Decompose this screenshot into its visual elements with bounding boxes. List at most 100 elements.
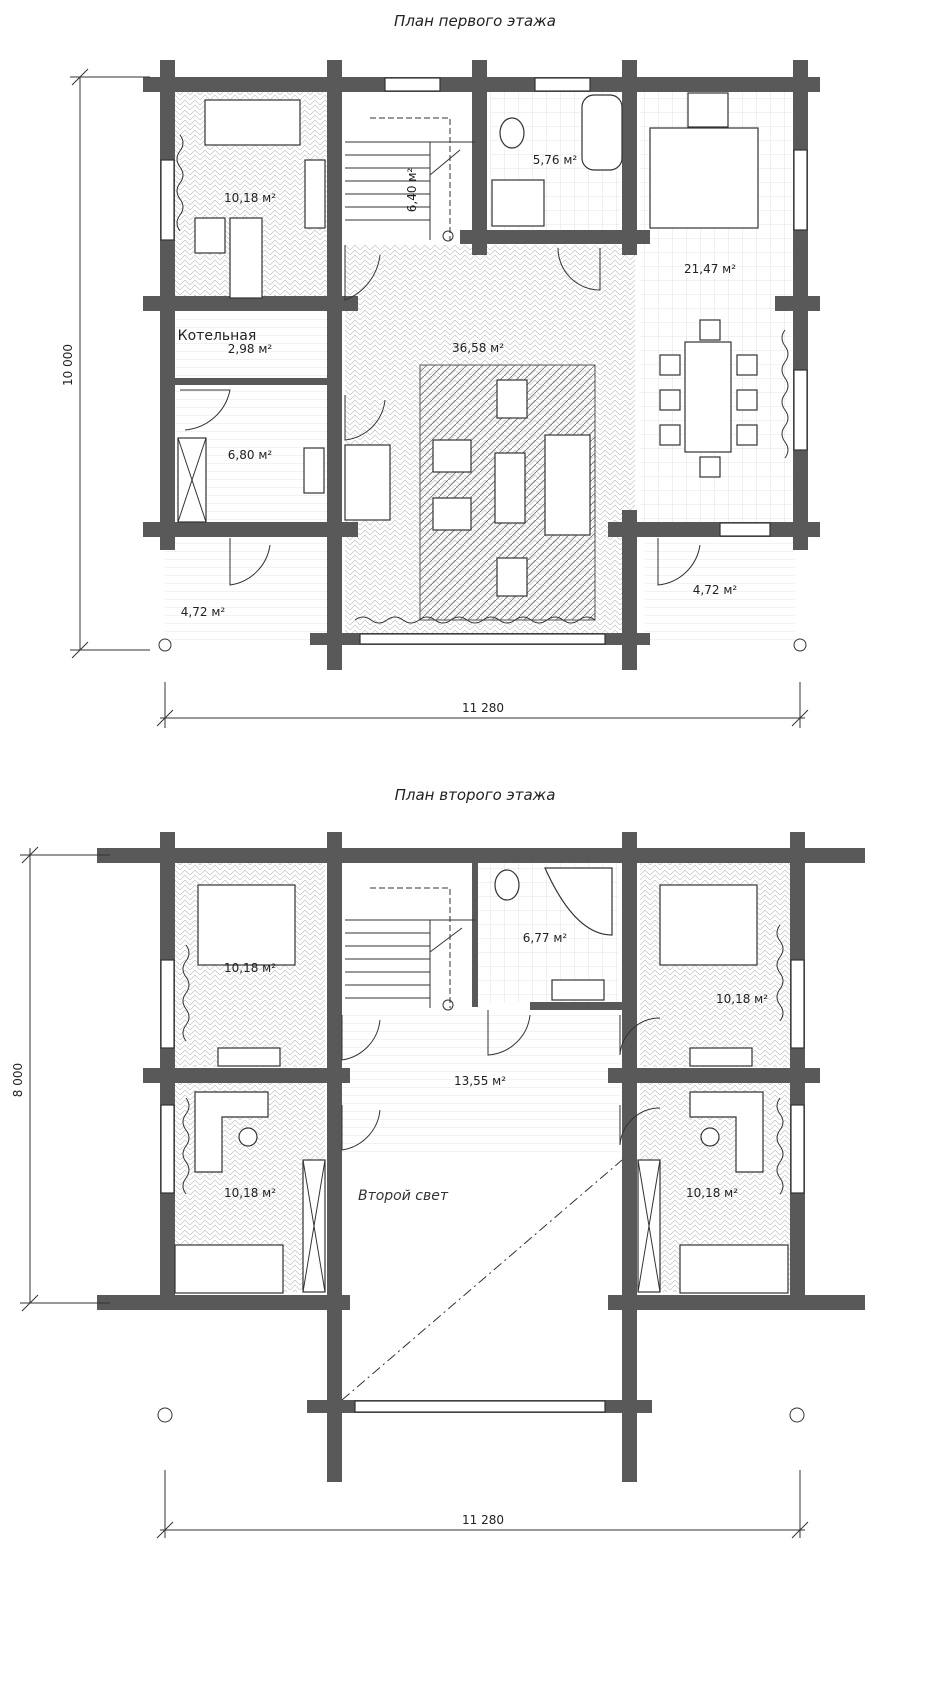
first-floor-windows bbox=[160, 77, 808, 645]
room-area-label: 10,18 м² bbox=[224, 961, 276, 975]
first-floor-dimensions: 10 000 11 280 bbox=[61, 68, 809, 728]
sofa bbox=[204, 99, 301, 146]
armchair bbox=[432, 439, 472, 473]
corner-desk bbox=[194, 1091, 269, 1173]
wall-lower-right bbox=[608, 522, 820, 537]
wall-col-1 bbox=[327, 832, 342, 1482]
bed bbox=[659, 884, 758, 966]
hall-floor bbox=[342, 1008, 620, 1158]
window bbox=[354, 1400, 606, 1413]
armchair bbox=[496, 557, 528, 597]
bed bbox=[174, 1244, 284, 1294]
wall-col-2 bbox=[472, 60, 487, 255]
boiler-floor bbox=[175, 318, 330, 378]
second-floor-dimensions: 8 000 11 280 bbox=[11, 846, 809, 1539]
corner-desk bbox=[689, 1091, 764, 1173]
curtain bbox=[176, 134, 184, 232]
first-floor-title: План первого этажа bbox=[394, 12, 556, 30]
wall-low-left bbox=[97, 1295, 350, 1310]
room-area-label: 13,55 м² bbox=[454, 1074, 506, 1088]
wall-boiler-bottom bbox=[175, 378, 330, 385]
window bbox=[160, 1104, 175, 1194]
room-area-label: 4,72 м² bbox=[181, 605, 226, 619]
room-area-label: 6,80 м² bbox=[228, 448, 273, 462]
stair-floor bbox=[345, 92, 475, 242]
room-area-label: 36,58 м² bbox=[452, 341, 504, 355]
second-floor-doors bbox=[341, 1010, 661, 1151]
window bbox=[793, 149, 808, 231]
column-marker bbox=[158, 638, 172, 652]
wall-right-mid bbox=[775, 296, 820, 311]
armchair bbox=[496, 379, 528, 419]
curtain bbox=[776, 924, 784, 1022]
desk bbox=[229, 217, 263, 299]
width-dimension: 11 280 bbox=[462, 1513, 504, 1527]
column-marker bbox=[157, 1407, 173, 1423]
room-area-label: 6,40 м² bbox=[405, 168, 419, 213]
coffee-table bbox=[494, 452, 526, 524]
washbasin bbox=[303, 447, 325, 494]
room-area-label: 10,18 м² bbox=[224, 1186, 276, 1200]
armchair bbox=[194, 217, 226, 254]
dresser bbox=[304, 159, 326, 229]
wall-mid-left bbox=[143, 296, 358, 311]
room-area-label: 10,18 м² bbox=[224, 191, 276, 205]
dining-chairs bbox=[659, 319, 758, 478]
first-floor-stairs bbox=[345, 117, 475, 242]
window bbox=[160, 159, 175, 241]
second-light-diagonal bbox=[341, 1159, 623, 1401]
window bbox=[384, 77, 441, 92]
shower-cabin bbox=[491, 179, 545, 227]
porch-left-floor bbox=[165, 540, 330, 640]
curtain bbox=[182, 1097, 190, 1195]
toilet-icon bbox=[494, 869, 520, 901]
second-floor-windows bbox=[160, 959, 805, 1413]
counter bbox=[649, 127, 759, 229]
second-floor-plan: План второго этажа bbox=[11, 786, 865, 1539]
room-area-label: 6,77 м² bbox=[523, 931, 568, 945]
height-dimension: 8 000 bbox=[11, 1063, 25, 1097]
bathtub bbox=[581, 94, 623, 171]
window bbox=[790, 1104, 805, 1194]
second-light-label: Второй свет bbox=[358, 1188, 449, 1204]
chair bbox=[238, 1127, 258, 1147]
room-area-label: 4,72 м² bbox=[693, 583, 738, 597]
window bbox=[160, 959, 175, 1049]
bed bbox=[197, 884, 296, 966]
desk bbox=[689, 1047, 753, 1067]
wall-col-2 bbox=[622, 832, 637, 1482]
bed bbox=[679, 1244, 789, 1294]
sofa bbox=[544, 434, 591, 536]
window bbox=[790, 959, 805, 1049]
window bbox=[359, 633, 606, 645]
wall-lower-left bbox=[143, 522, 358, 537]
curtain bbox=[776, 1097, 784, 1195]
wall-bath-left bbox=[472, 862, 478, 1007]
wall-mid-left bbox=[143, 1068, 350, 1083]
wall-col-1 bbox=[327, 60, 342, 670]
room-area-label: 2,98 м² bbox=[228, 342, 273, 356]
desk bbox=[217, 1047, 281, 1067]
room-area-label: 21,47 м² bbox=[684, 262, 736, 276]
chair bbox=[700, 1127, 720, 1147]
dining-table bbox=[684, 341, 732, 453]
first-floor-doors bbox=[180, 245, 701, 586]
wall-bath-bottom bbox=[530, 1002, 622, 1010]
room-area-label: 5,76 м² bbox=[533, 153, 578, 167]
room-area-label: 10,18 м² bbox=[686, 1186, 738, 1200]
second-floor-title: План второго этажа bbox=[395, 786, 556, 804]
stove bbox=[687, 92, 729, 128]
wall-top bbox=[97, 848, 865, 863]
double-sink bbox=[551, 979, 605, 1001]
second-floor-stairs bbox=[345, 887, 475, 1011]
wall-col-3-lower bbox=[622, 510, 637, 670]
wall-bath-bottom bbox=[460, 230, 650, 244]
corner-bathtub bbox=[544, 867, 613, 936]
window bbox=[719, 522, 771, 537]
curtain bbox=[781, 329, 789, 459]
window bbox=[793, 369, 808, 451]
curtain bbox=[182, 944, 190, 1042]
fireplace bbox=[344, 444, 391, 521]
curtain bbox=[354, 616, 596, 624]
